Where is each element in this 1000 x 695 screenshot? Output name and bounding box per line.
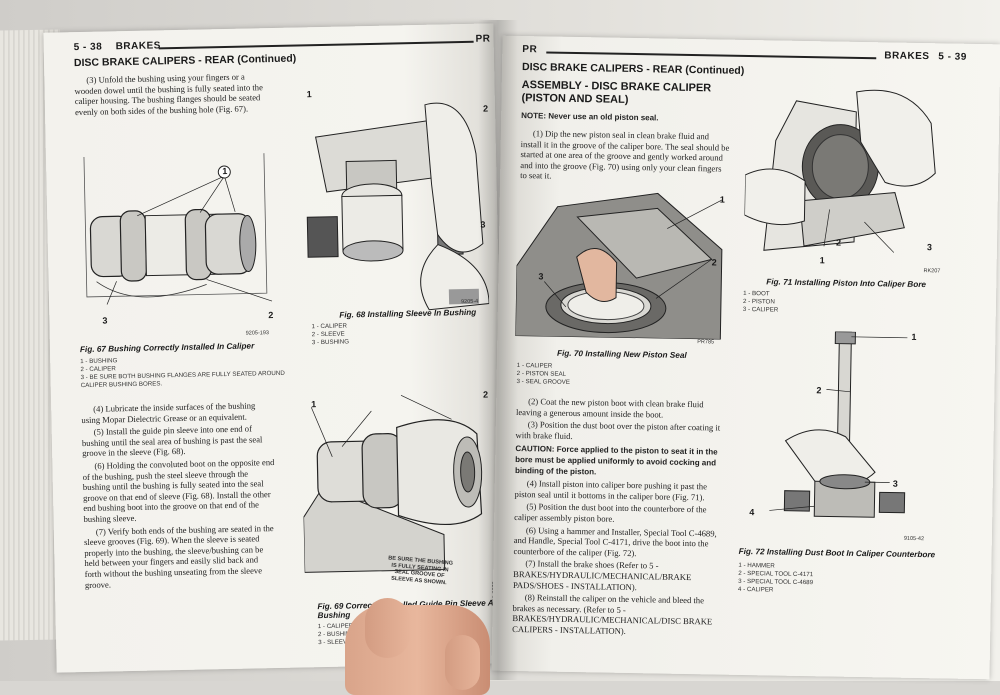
fig68-code: 9205-4 xyxy=(461,299,478,305)
fig72-callout-4: 4 xyxy=(749,507,754,517)
right-para-8: (8) Reinstall the caliper on the vehicle… xyxy=(512,592,723,638)
fig67-code: 9205-193 xyxy=(246,330,269,336)
right-header-code: PR xyxy=(522,44,537,55)
left-para-6: (6) Holding the convoluted boot on the o… xyxy=(82,457,275,525)
fig72-hammer-tool-illustration xyxy=(744,330,937,533)
fig70-piston-seal-illustration xyxy=(515,186,728,340)
right-para-3: (3) Position the dust boot over the pist… xyxy=(516,419,726,444)
right-subsection-title: ASSEMBLY - DISC BRAKE CALIPER (PISTON AN… xyxy=(521,79,731,109)
left-section-title: DISC BRAKE CALIPERS - REAR (Continued) xyxy=(74,52,296,69)
fig70-legend: 1 - CALIPER 2 - PISTON SEAL 3 - SEAL GRO… xyxy=(516,362,570,387)
fig71-piston-boot-illustration xyxy=(744,80,947,273)
fig68-caption: Fig. 68 Installing Sleeve In Bushing xyxy=(339,308,476,320)
right-para-6: (6) Using a hammer and Installer, Specia… xyxy=(513,525,724,560)
fig69-callout-1: 1 xyxy=(311,399,316,409)
fig72-code: 9105-42 xyxy=(904,536,924,542)
left-page: 5 - 38 BRAKES PR DISC BRAKE CALIPERS - R… xyxy=(43,23,506,672)
fig72-legend-item: 4 - CALIPER xyxy=(738,586,813,595)
right-header-section: BRAKES xyxy=(884,50,929,62)
fig70-caption: Fig. 70 Installing New Piston Seal xyxy=(557,349,687,360)
left-para-5: (5) Install the guide pin sleeve into on… xyxy=(82,423,275,459)
fig71-callout-2: 2 xyxy=(836,238,841,248)
right-para-5: (5) Position the dust boot into the coun… xyxy=(514,501,724,526)
fig67-callout-2: 2 xyxy=(268,310,273,320)
right-page: PR BRAKES 5 - 39 DISC BRAKE CALIPERS - R… xyxy=(491,36,1000,680)
fig71-callout-3: 3 xyxy=(927,242,932,252)
fig71-caption: Fig. 71 Installing Piston Into Caliper B… xyxy=(766,277,926,289)
left-para-7: (7) Verify both ends of the bushing are … xyxy=(84,523,277,591)
fig72-callout-2: 2 xyxy=(816,385,821,395)
fig71-legend-item: 3 - CALIPER xyxy=(743,306,779,315)
left-header-section: BRAKES xyxy=(116,40,161,52)
right-header-rule xyxy=(546,51,876,59)
right-body-column-2: (2) Coat the new piston boot with clean … xyxy=(512,396,726,640)
fig72-caption: Fig. 72 Installing Dust Boot In Caliper … xyxy=(739,547,936,559)
fig67-legend: 1 - BUSHING 2 - CALIPER 3 - BE SURE BOTH… xyxy=(80,354,291,390)
right-page-number: 5 - 39 xyxy=(938,51,967,62)
fig68-callout-1: 1 xyxy=(307,89,312,99)
fig67-caption: Fig. 67 Bushing Correctly Installed In C… xyxy=(80,341,254,354)
fig70-legend-item: 3 - SEAL GROOVE xyxy=(516,378,570,387)
hand-finger xyxy=(445,635,480,690)
left-page-number: 5 - 38 xyxy=(74,42,103,54)
fig70-callout-1: 1 xyxy=(720,195,725,205)
right-note: NOTE: Never use an old piston seal. xyxy=(521,111,731,125)
book-gutter-shadow xyxy=(478,20,518,680)
fig68-legend-item: 3 - BUSHING xyxy=(312,338,349,347)
fig71-callout-1: 1 xyxy=(820,255,825,265)
fig70-callout-3: 3 xyxy=(538,271,543,281)
left-para-4: (4) Lubricate the inside surfaces of the… xyxy=(81,400,273,425)
fig69-guide-pin-illustration xyxy=(300,363,499,577)
right-para-4: (4) Install piston into caliper bore pus… xyxy=(514,478,724,503)
right-section-title: DISC BRAKE CALIPERS - REAR (Continued) xyxy=(522,61,744,77)
fig69-note: BE SURE THE BUSHING IS FULLY SEATING IN … xyxy=(384,555,456,587)
fig67-bushing-illustration xyxy=(74,133,278,317)
fig67-legend-item: 3 - BE SURE BOTH BUSHING FLANGES ARE FUL… xyxy=(81,370,291,390)
fig70-code: PR785 xyxy=(697,339,714,345)
fig72-callout-1: 1 xyxy=(911,332,916,342)
fig71-code: RK207 xyxy=(923,268,940,274)
left-body-column-2: (4) Lubricate the inside surfaces of the… xyxy=(81,400,277,592)
left-para-3: (3) Unfold the bushing using your finger… xyxy=(74,71,265,119)
right-para-1: (1) Dip the new piston seal in clean bra… xyxy=(520,128,731,185)
right-para-7: (7) Install the brake shoes (Refer to 5 … xyxy=(513,558,724,593)
left-header-rule xyxy=(159,41,474,50)
fig72-legend: 1 - HAMMER 2 - SPECIAL TOOL C-4171 3 - S… xyxy=(738,562,814,595)
fig71-legend: 1 - BOOT 2 - PISTON 3 - CALIPER xyxy=(743,290,779,315)
fig67-callout-1: 1 xyxy=(222,166,227,176)
right-para-2: (2) Coat the new piston boot with clean … xyxy=(516,396,726,421)
fig67-callout-3: 3 xyxy=(102,316,107,326)
fig68-sleeve-illustration xyxy=(284,64,489,318)
right-caution: CAUTION: Force applied to the piston to … xyxy=(515,444,726,479)
fig68-legend: 1 - CALIPER 2 - SLEEVE 3 - BUSHING xyxy=(311,322,349,347)
fig70-callout-2: 2 xyxy=(712,257,717,267)
fig72-callout-3: 3 xyxy=(893,479,898,489)
right-para-1-block: (1) Dip the new piston seal in clean bra… xyxy=(520,128,731,187)
hand-finger xyxy=(365,598,410,658)
